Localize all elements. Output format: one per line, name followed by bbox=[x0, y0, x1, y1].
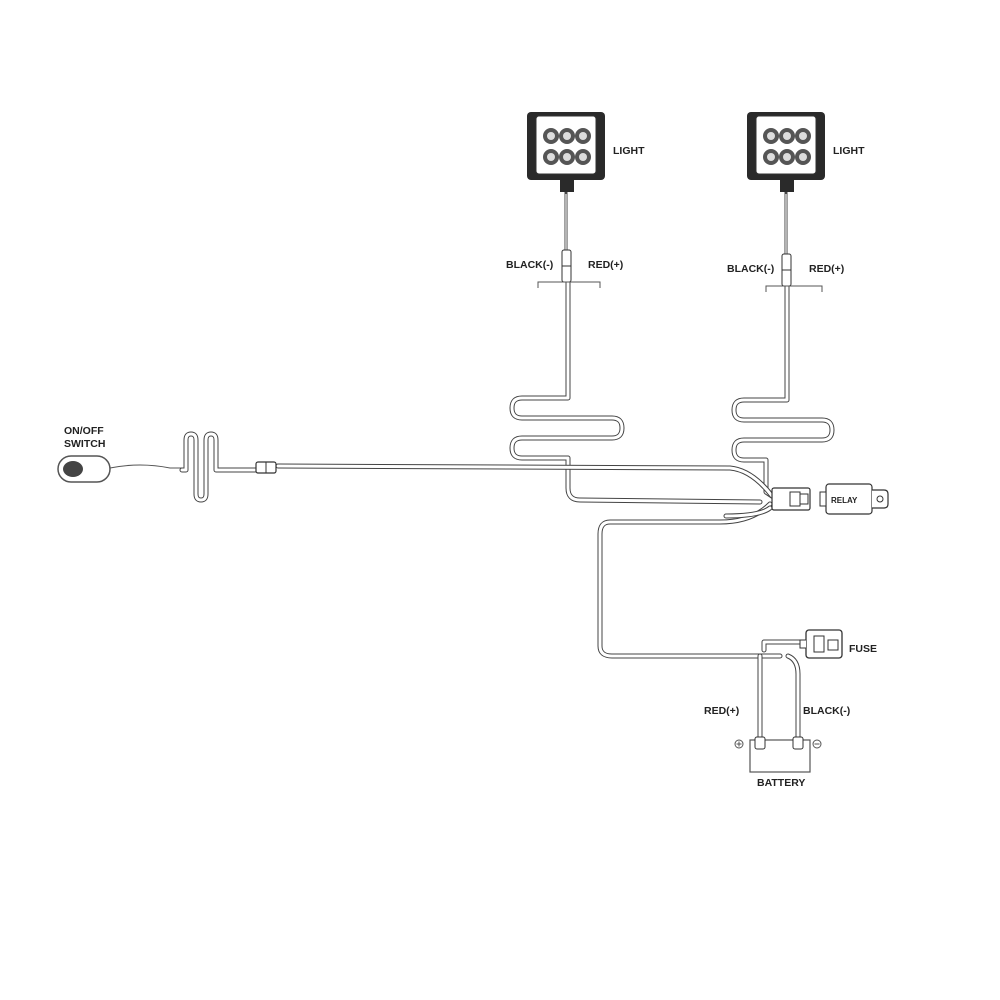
on-off-switch bbox=[57, 455, 111, 483]
label-battery: BATTERY bbox=[757, 777, 805, 789]
light-left bbox=[527, 112, 605, 288]
relay bbox=[771, 483, 889, 515]
light-left-polarity-bracket bbox=[537, 281, 601, 288]
label-light-left: LIGHT bbox=[613, 145, 645, 157]
label-battery-red: RED(+) bbox=[704, 705, 739, 717]
label-battery-black: BLACK(-) bbox=[803, 705, 850, 717]
plus-icon bbox=[734, 739, 744, 749]
battery-negative-terminal bbox=[792, 736, 804, 750]
label-red-left: RED(+) bbox=[588, 259, 623, 271]
wire-harness bbox=[275, 279, 835, 741]
label-light-right: LIGHT bbox=[833, 145, 865, 157]
label-switch-line1: ON/OFF bbox=[64, 425, 104, 437]
label-relay: RELAY bbox=[831, 496, 858, 505]
battery-positive-terminal bbox=[754, 736, 766, 750]
fuse-holder bbox=[799, 629, 843, 659]
led-cluster-icon bbox=[763, 128, 811, 165]
label-black-right: BLACK(-) bbox=[727, 263, 774, 275]
label-switch-line2: SWITCH bbox=[64, 438, 105, 450]
label-fuse: FUSE bbox=[849, 643, 877, 655]
minus-icon bbox=[812, 739, 822, 749]
battery bbox=[734, 736, 822, 773]
switch-button-icon bbox=[63, 461, 83, 477]
label-red-right: RED(+) bbox=[809, 263, 844, 275]
led-cluster-icon bbox=[543, 128, 591, 165]
label-black-left: BLACK(-) bbox=[506, 259, 553, 271]
switch-lead bbox=[109, 431, 277, 503]
labels: LIGHT LIGHT BLACK(-) RED(+) BLACK(-) RED… bbox=[64, 145, 877, 789]
light-right bbox=[747, 112, 825, 292]
light-right-polarity-bracket bbox=[765, 285, 823, 292]
